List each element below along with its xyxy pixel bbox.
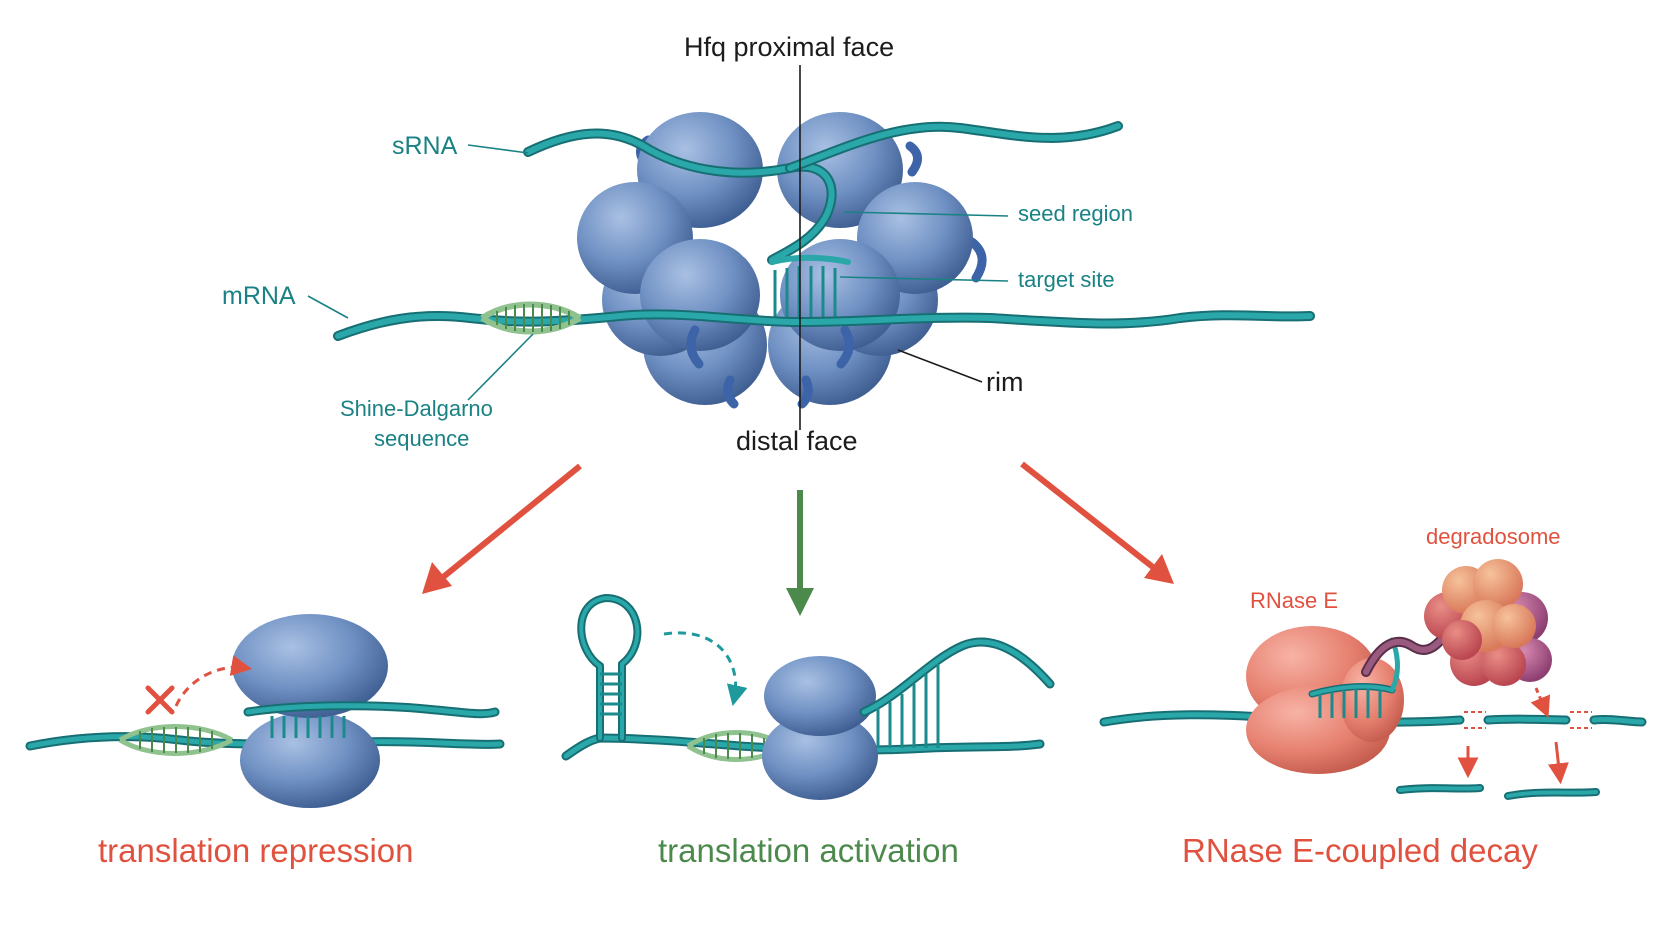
rim-label: rim [986,367,1024,397]
shine-dalgarno-label-2: sequence [374,426,470,451]
leader-lines [307,65,1009,430]
activation-outcome-label: translation activation [658,832,959,869]
decay-panel [1099,559,1647,800]
mrna-label: mRNA [222,282,296,310]
target-site-label: target site [1018,267,1115,292]
hfq-hexamer [577,112,987,409]
distal-face-label: distal face [736,426,858,456]
shine-dalgarno-label-1: Shine-Dalgarno [340,396,493,421]
seed-target-duplex [773,266,837,318]
seed-region-label: seed region [1018,201,1133,226]
decay-outcome-label: RNase E-coupled decay [1182,832,1538,869]
degradosome-cluster [1424,559,1552,686]
degradosome-label: degradosome [1426,524,1561,549]
repression-outcome-label: translation repression [98,832,414,869]
pathway-arrows [422,461,1174,616]
proximal-face-label: Hfq proximal face [684,32,895,62]
srna-label: sRNA [392,132,458,160]
shine-dalgarno-helix [480,301,582,335]
cross-icon [145,685,175,715]
activation-panel [561,594,1055,800]
repression-panel [25,614,505,808]
rnase-e-label: RNase E [1250,588,1339,613]
srna-strand [523,121,1123,265]
